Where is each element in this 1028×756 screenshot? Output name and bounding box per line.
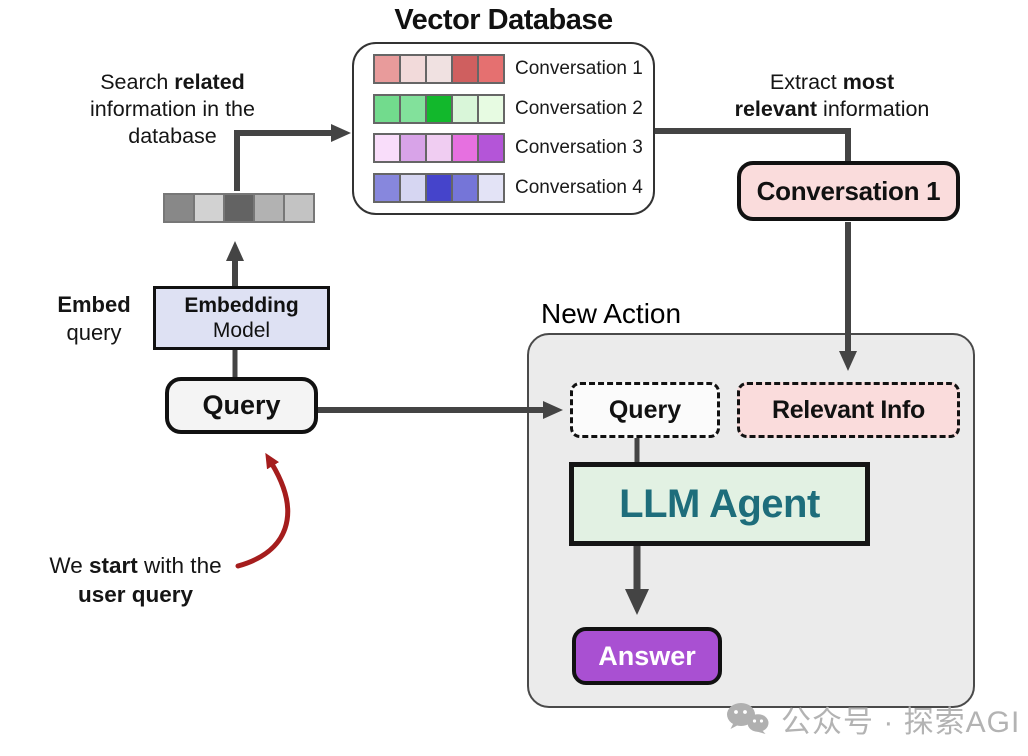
conversation-row: Conversation 1	[373, 54, 653, 84]
vector-database-panel: Conversation 1 Conversation 2 Conversation…	[352, 42, 655, 215]
answer-node: Answer	[572, 627, 722, 685]
watermark: 公众号 · 探索AGI	[725, 697, 1020, 741]
conversation-row: Conversation 3	[373, 133, 653, 164]
relevant-info-node: Relevant Info	[737, 382, 960, 438]
vector-database-title: Vector Database	[394, 4, 613, 36]
inner-query-node: Query	[570, 382, 720, 438]
conversation-row-label: Conversation 1	[515, 58, 643, 79]
llm-agent-node: LLM Agent	[569, 462, 870, 546]
query-vector	[163, 193, 315, 223]
conversation-1-node: Conversation 1	[737, 161, 960, 221]
conversation-row-label: Conversation 3	[515, 137, 643, 159]
conversation-row: Conversation 4	[373, 172, 653, 203]
wechat-icon	[727, 703, 769, 734]
query-node: Query	[165, 377, 318, 434]
conversation-row-label: Conversation 2	[515, 97, 643, 119]
watermark-text: 公众号 · 探索AGI	[781, 706, 1021, 739]
conversation-row-label: Conversation 4	[515, 176, 643, 198]
conversation-row: Conversation 2	[373, 93, 653, 124]
red-hand-arrow	[235, 452, 291, 569]
line-db-to-conversation1	[655, 128, 851, 164]
new-action-label: New Action	[541, 298, 682, 329]
